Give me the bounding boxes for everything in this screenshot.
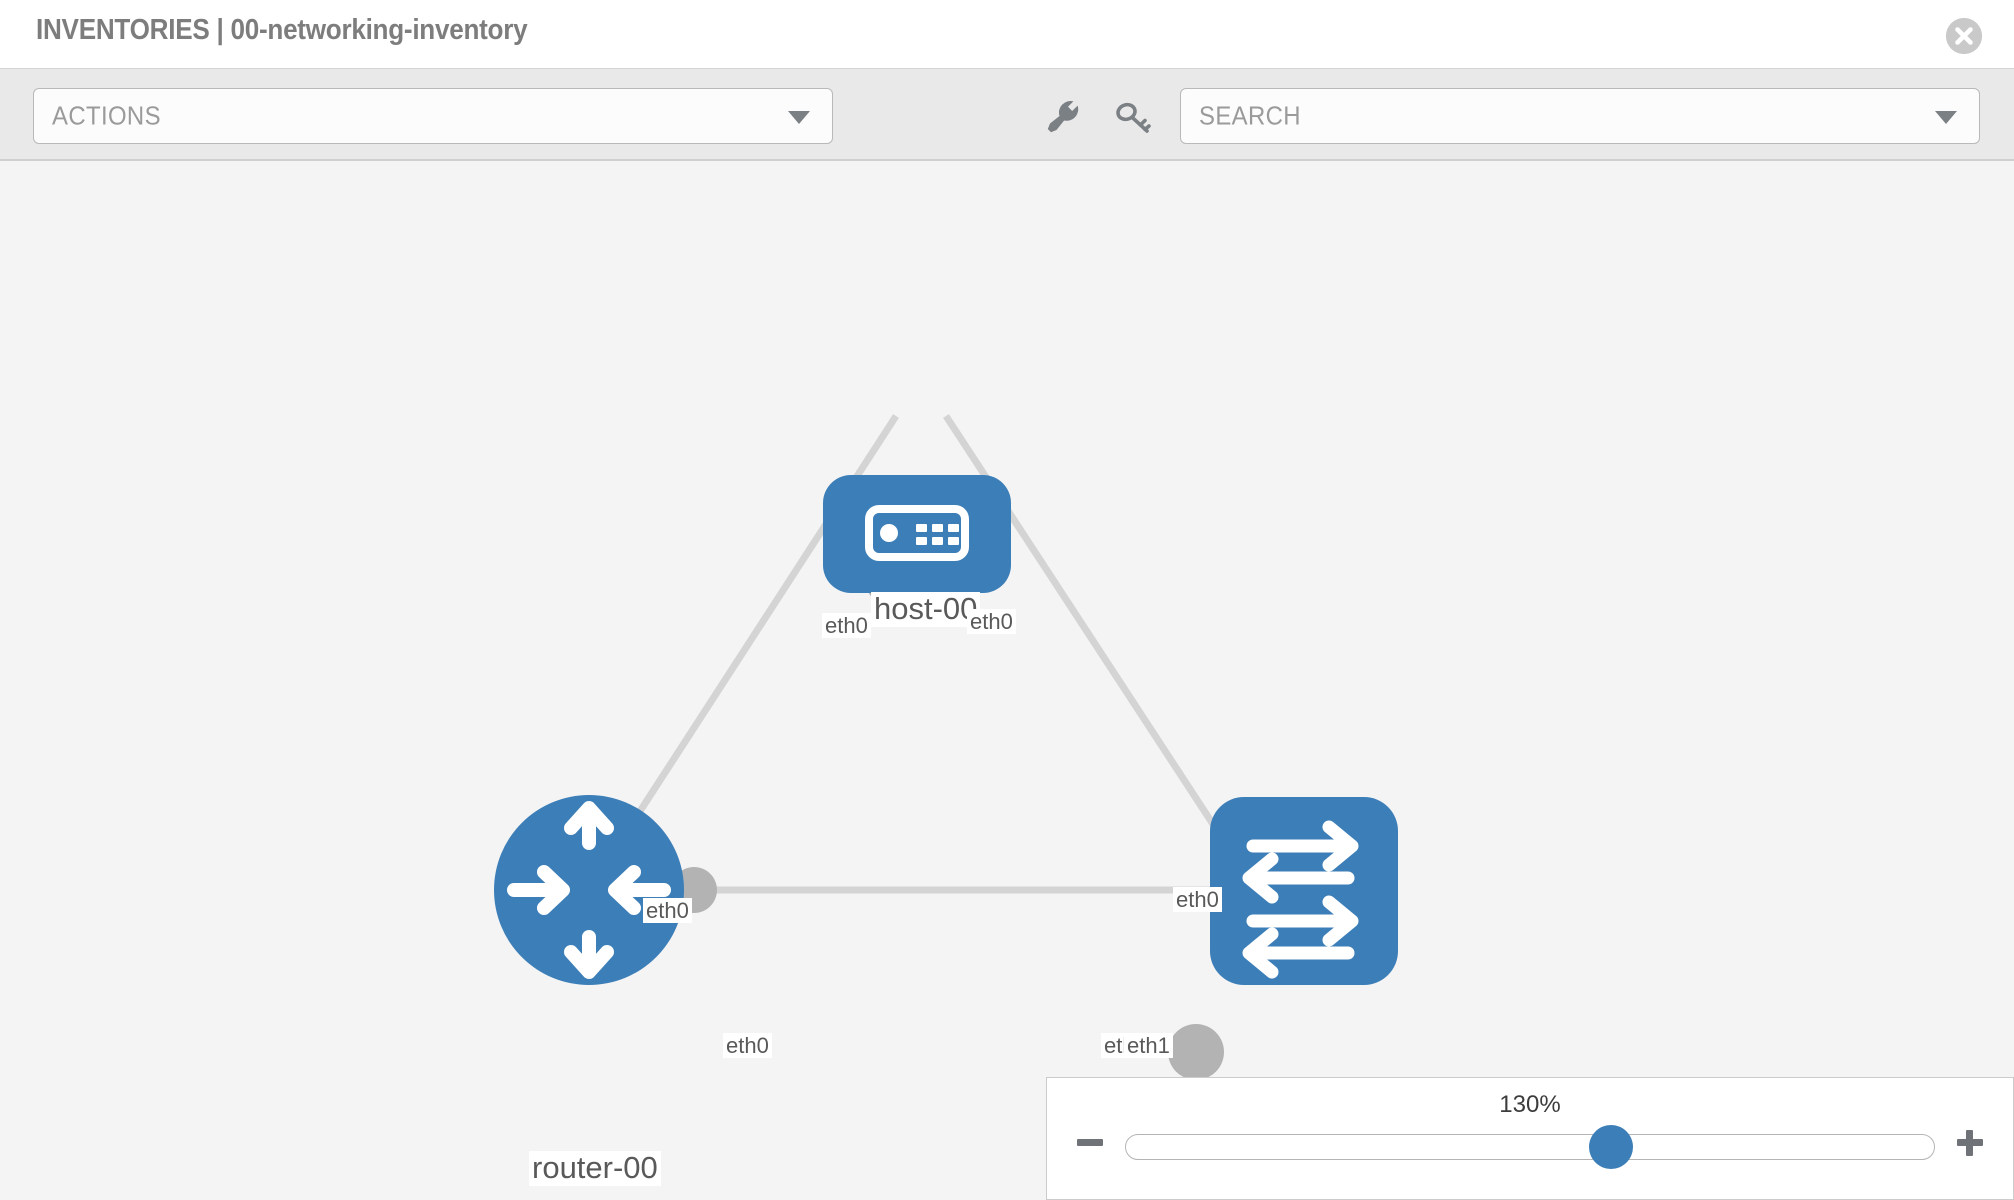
- actions-dropdown-label: ACTIONS: [52, 100, 161, 131]
- actions-dropdown[interactable]: ACTIONS: [33, 88, 833, 144]
- server-icon: [865, 505, 969, 561]
- node-label-host-00: host-00: [871, 592, 981, 627]
- node-router-00[interactable]: [494, 795, 684, 985]
- zoom-slider-thumb[interactable]: [1588, 1125, 1633, 1169]
- node-host-00[interactable]: [823, 475, 1011, 593]
- port-switch00-eth1[interactable]: [1168, 1024, 1224, 1080]
- wrench-button[interactable]: [1043, 99, 1085, 141]
- router-arrows-icon: [507, 801, 671, 979]
- port-label-host00-eth0-right: eth0: [967, 609, 1016, 635]
- toolbar: ACTIONS SEARCH: [0, 68, 2014, 161]
- node-label-router-00: router-00: [529, 1151, 661, 1186]
- page-title: INVENTORIES | 00-networking-inventory: [36, 14, 528, 46]
- zoom-slider-track[interactable]: [1125, 1125, 1935, 1169]
- close-button[interactable]: [1946, 18, 1982, 54]
- zoom-out-button[interactable]: [1077, 1139, 1103, 1146]
- key-button[interactable]: [1112, 99, 1154, 141]
- key-icon: [1116, 102, 1151, 133]
- chevron-down-icon: [1935, 111, 1957, 124]
- search-placeholder: SEARCH: [1199, 100, 1301, 131]
- wrench-icon: [1047, 101, 1079, 133]
- zoom-in-button[interactable]: [1957, 1130, 1983, 1156]
- zoom-level-label: 130%: [1499, 1091, 1561, 1118]
- zoom-control-panel: 130%: [1046, 1077, 2014, 1200]
- search-input[interactable]: SEARCH: [1180, 88, 1980, 144]
- page-header: INVENTORIES | 00-networking-inventory: [0, 0, 2014, 68]
- server-icon-grid: [916, 524, 959, 545]
- topology-canvas[interactable]: host-00 eth0 eth0 router-00 eth0 eth0 sw…: [0, 161, 2014, 1200]
- port-label-switch00-eth0: eth0: [1173, 887, 1222, 913]
- close-circle-icon: [1946, 18, 1982, 54]
- switch-arrows-icon: [1242, 820, 1359, 979]
- port-label-router00-eth0: eth0: [723, 1033, 772, 1059]
- node-switch-00[interactable]: [1210, 797, 1398, 985]
- server-icon-led: [880, 524, 898, 542]
- port-label-router00-eth0-uplink: eth0: [643, 898, 692, 924]
- topology-graph: [494, 414, 1398, 1080]
- port-label-host00-eth0-left: eth0: [822, 613, 871, 639]
- port-label-switch00-eth1: eth1: [1124, 1033, 1173, 1059]
- chevron-down-icon: [788, 111, 810, 124]
